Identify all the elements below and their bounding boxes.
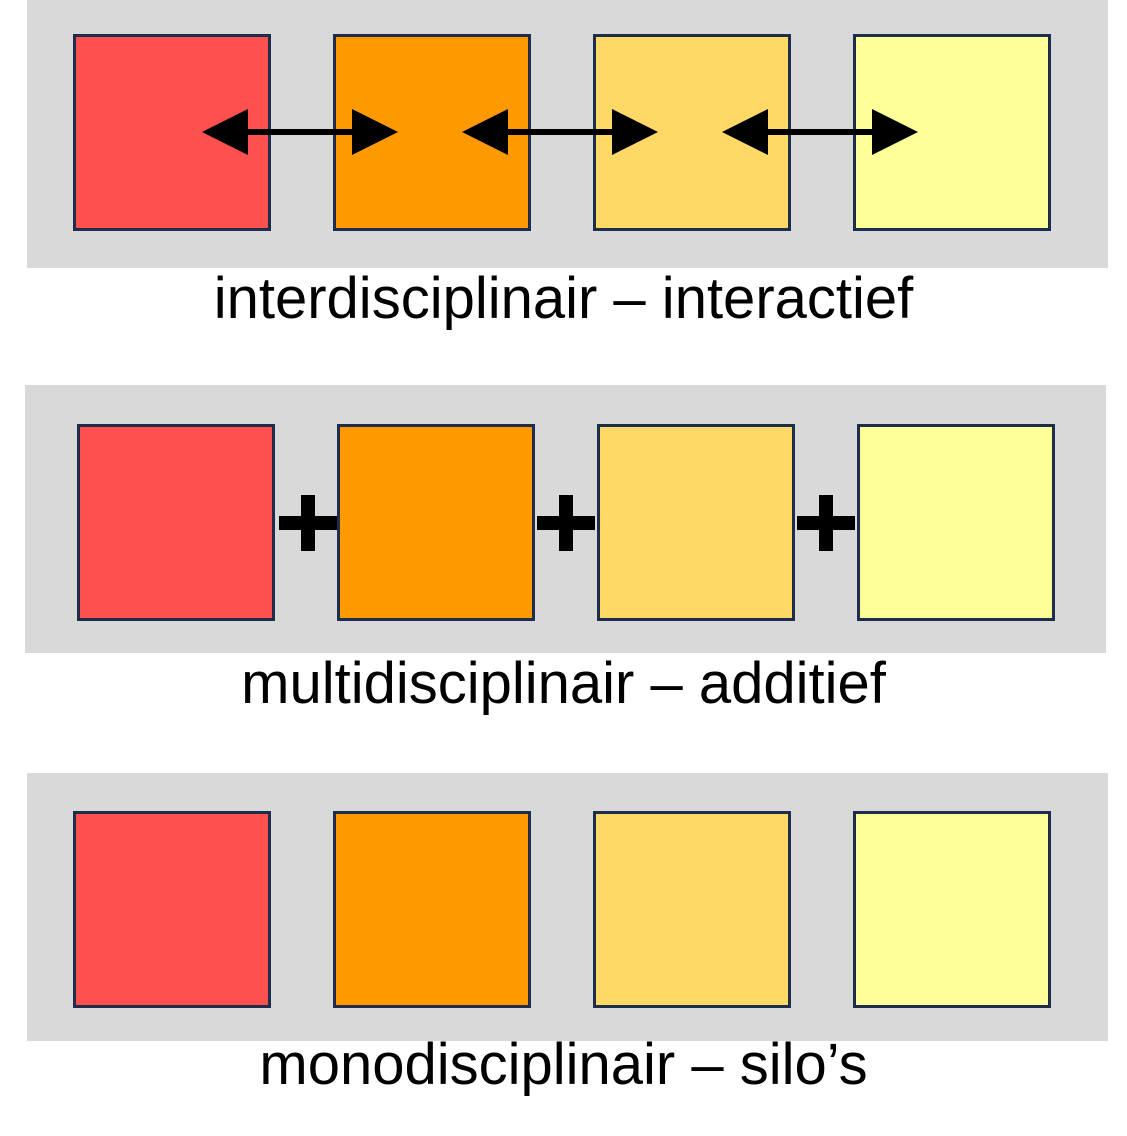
plus-icon: [537, 495, 595, 551]
discipline-box-3: [593, 811, 791, 1008]
monodisciplinary-caption: monodisciplinair – silo’s: [259, 1032, 868, 1097]
discipline-box-1: [77, 424, 275, 621]
discipline-box-2: [337, 424, 535, 621]
discipline-box-4: [857, 424, 1055, 621]
discipline-box-1: [73, 811, 271, 1008]
double-arrow-icon: [720, 107, 920, 157]
interdisciplinary-caption: interdisciplinair – interactief: [213, 266, 914, 331]
plus-icon: [279, 495, 337, 551]
multidisciplinary-caption: multidisciplinair – additief: [241, 651, 886, 716]
discipline-box-4: [853, 811, 1051, 1008]
discipline-box-3: [597, 424, 795, 621]
discipline-box-2: [333, 811, 531, 1008]
plus-icon: [797, 495, 855, 551]
double-arrow-icon: [460, 107, 660, 157]
double-arrow-icon: [200, 107, 400, 157]
